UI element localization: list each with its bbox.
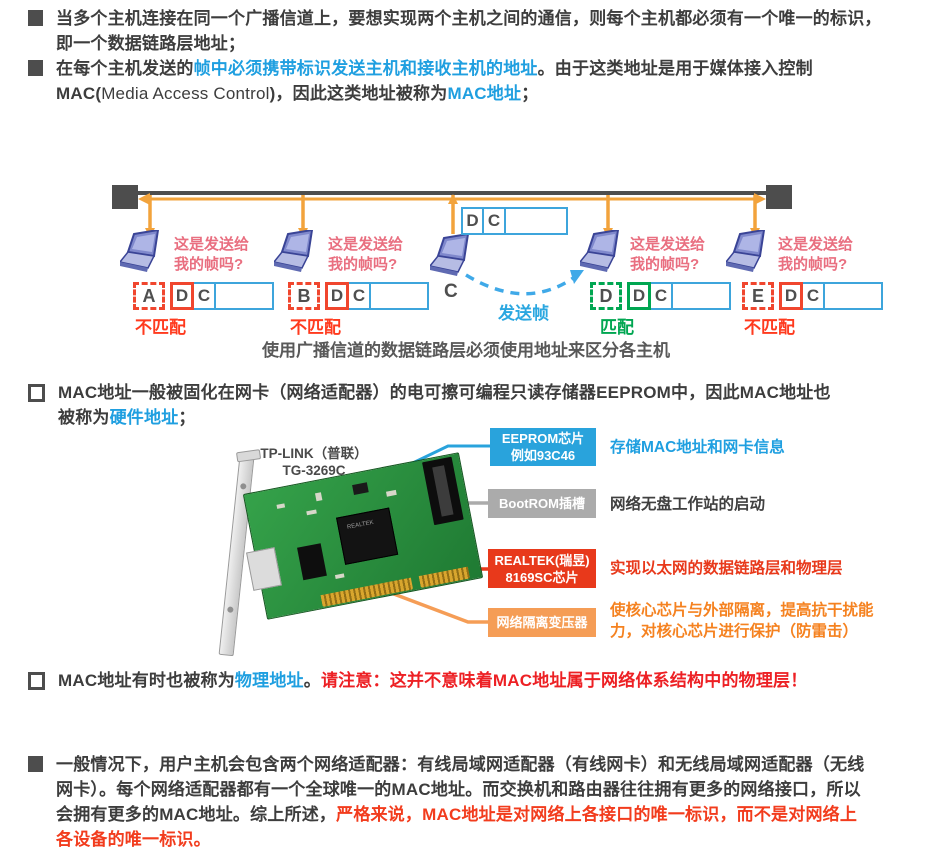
bracket-hole-icon (227, 606, 234, 613)
host-b-address-box: B (288, 282, 320, 310)
host-e-verdict: 不匹配 (744, 318, 795, 337)
callout-transformer-desc: 使核心芯片与外部隔离，提高抗干扰能 力，对核心芯片进行保护（防雷击） (610, 602, 874, 640)
laptop-c-icon (430, 234, 470, 276)
bullet-open-icon (28, 384, 45, 402)
host-d-address-box: D (590, 282, 622, 310)
bullet-filled-icon (28, 10, 43, 26)
frame-src-cell: C (803, 282, 825, 310)
host-e-question: 这是发送给 我的帧吗? (778, 236, 854, 273)
host-d-verdict: 匹配 (600, 318, 634, 337)
send-frame-arrowhead-icon (570, 270, 584, 284)
eeprom-chip (352, 482, 369, 495)
bullet-open-icon (28, 672, 45, 690)
laptop-b-icon (274, 230, 314, 272)
drop-arrow-c-up-icon (448, 194, 458, 204)
send-frame-label: 发送帧 (498, 304, 549, 323)
frame-data-cell (673, 282, 731, 310)
frame-src-cell: C (194, 282, 216, 310)
paragraph-text: 在每个主机发送的帧中必须携带标识发送主机和接收主机的地址。由于这类地址是用于媒体… (56, 59, 813, 103)
frame-dest-cell: D (325, 282, 349, 310)
laptop-e-icon (726, 230, 766, 272)
host-d-question: 这是发送给 我的帧吗? (630, 236, 706, 273)
frame-dest-cell: D (170, 282, 194, 310)
paragraph-text: MAC地址有时也被称为物理地址。请注意：这并不意味着MAC地址属于网络体系结构中… (58, 671, 808, 690)
host-a-frame: A D C (133, 282, 274, 310)
bullet-filled-icon (28, 756, 43, 772)
paragraph-mac-definition: 在每个主机发送的帧中必须携带标识发送主机和接收主机的地址。由于这类地址是用于媒体… (28, 56, 908, 106)
bus-and-arrows-graphic (112, 185, 792, 296)
paragraph-text: 一般情况下，用户主机会包含两个网络适配器：有线局域网适配器（有线网卡）和无线局域… (56, 755, 865, 849)
paragraph-eeprom: MAC地址一般被固化在网卡（网络适配器）的电可擦可编程只读存储器EEPROM中，… (28, 380, 910, 430)
rj45-port (246, 547, 282, 591)
nic-figure: REALTEK TP-LINK（普联） TG-3269C EEPROM芯片 例如… (0, 425, 932, 670)
bus-arrow-right-icon (754, 193, 766, 205)
frame-src-cell: C (651, 282, 673, 310)
paragraph-physical-address: MAC地址有时也被称为物理地址。请注意：这并不意味着MAC地址属于网络体系结构中… (28, 668, 910, 693)
host-d-frame: D D C (590, 282, 731, 310)
callout-realtek: REALTEK(瑞昱) 8169SC芯片 (488, 549, 596, 588)
realtek-chip: REALTEK (336, 507, 399, 565)
host-b-frame: B D C (288, 282, 429, 310)
paragraph-adapters: 一般情况下，用户主机会包含两个网络适配器：有线局域网适配器（有线网卡）和无线局域… (28, 752, 908, 852)
smd-part (385, 489, 397, 497)
isolation-transformer (297, 543, 327, 581)
host-a-question: 这是发送给 我的帧吗? (174, 236, 250, 273)
frame-dest-cell: D (627, 282, 651, 310)
host-a-verdict: 不匹配 (135, 318, 186, 337)
bus-terminator-right (766, 185, 792, 209)
frame-data-cell (216, 282, 274, 310)
host-a-address-box: A (133, 282, 165, 310)
paragraph-text: MAC地址一般被固化在网卡（网络适配器）的电可擦可编程只读存储器EEPROM中，… (58, 383, 831, 427)
frame-dest-cell: D (779, 282, 803, 310)
callout-bootrom-desc: 网络无盘工作站的启动 (610, 496, 766, 513)
send-frame-arrow (465, 273, 578, 296)
frame-src-cell: C (349, 282, 371, 310)
laptop-d-icon (580, 230, 620, 272)
frame-src-cell: C (484, 207, 506, 235)
host-b-verdict: 不匹配 (290, 318, 341, 337)
nic-model-label: TP-LINK（普联） TG-3269C (260, 446, 368, 478)
smd-part (306, 509, 317, 516)
host-e-frame: E D C (742, 282, 883, 310)
host-b-question: 这是发送给 我的帧吗? (328, 236, 404, 273)
drop-lines (148, 195, 757, 234)
callout-realtek-desc: 实现以太网的数据链路层和物理层 (610, 560, 843, 577)
callout-transformer: 网络隔离变压器 (488, 608, 596, 637)
bus-arrow-left-icon (138, 193, 150, 205)
laptop-a-icon (120, 230, 160, 272)
smd-part (314, 492, 323, 502)
frame-dest-cell: D (461, 207, 484, 235)
host-c-letter: C (444, 281, 458, 302)
bullet-filled-icon (28, 60, 43, 76)
broadcast-channel-diagram: 这是发送给 我的帧吗? 这是发送给 我的帧吗? 这是发送给 我的帧吗? 这是发送… (0, 178, 932, 364)
frame-data-cell (506, 207, 568, 235)
smd-part (334, 573, 345, 579)
smd-part (276, 503, 286, 509)
callout-bootrom: BootROM插槽 (488, 489, 596, 518)
frame-data-cell (371, 282, 429, 310)
callout-eeprom: EEPROM芯片 例如93C46 (490, 428, 596, 466)
bus-terminator-left (112, 185, 138, 209)
callout-eeprom-desc: 存储MAC地址和网卡信息 (610, 439, 785, 456)
diagram-caption: 使用广播信道的数据链路层必须使用地址来区分各主机 (262, 341, 670, 360)
paragraph-broadcast-id: 当多个主机连接在同一个广播信道上，要想实现两个主机之间的通信，则每个主机都必须有… (28, 6, 908, 56)
paragraph-text: 当多个主机连接在同一个广播信道上，要想实现两个主机之间的通信，则每个主机都必须有… (56, 9, 882, 53)
host-e-address-box: E (742, 282, 774, 310)
bootrom-socket (422, 456, 464, 526)
frame-in-transit: D C (461, 207, 568, 235)
bracket-hole-icon (240, 483, 247, 490)
frame-data-cell (825, 282, 883, 310)
